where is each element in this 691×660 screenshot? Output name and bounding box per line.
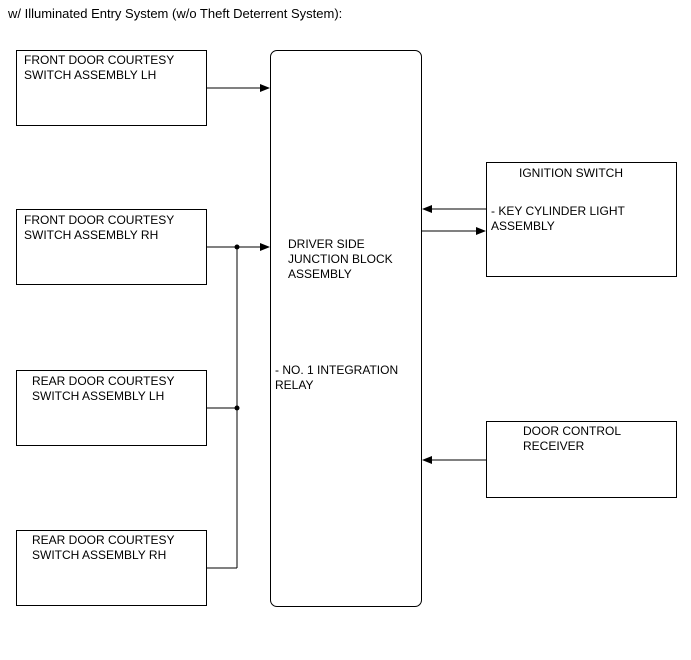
integration-relay-label: - NO. 1 INTEGRATION RELAY (275, 363, 399, 392)
junction-dot-rear-lh (234, 405, 240, 411)
front-door-courtesy-switch-rh-box (16, 209, 207, 285)
front-door-courtesy-switch-rh-label: FRONT DOOR COURTESY SWITCH ASSEMBLY RH (24, 213, 175, 242)
diagram-title: w/ Illuminated Entry System (w/o Theft D… (8, 6, 343, 21)
rear-door-courtesy-switch-rh-box (16, 530, 207, 606)
rear-door-courtesy-switch-lh-box (16, 370, 207, 446)
door-control-receiver-box (486, 421, 677, 498)
ignition-switch-box (486, 162, 677, 277)
rear-door-courtesy-switch-rh-label: REAR DOOR COURTESY SWITCH ASSEMBLY RH (32, 533, 175, 562)
key-cylinder-light-label: - KEY CYLINDER LIGHT ASSEMBLY (491, 204, 625, 233)
front-door-courtesy-switch-lh-box (16, 50, 207, 126)
front-door-courtesy-switch-lh-label: FRONT DOOR COURTESY SWITCH ASSEMBLY LH (24, 53, 175, 82)
driver-side-junction-block-box (270, 50, 422, 607)
junction-dot-front-rh (234, 244, 240, 250)
door-control-receiver-label: DOOR CONTROL RECEIVER (523, 424, 622, 453)
ignition-switch-label: IGNITION SWITCH (519, 166, 623, 180)
rear-door-courtesy-switch-lh-label: REAR DOOR COURTESY SWITCH ASSEMBLY LH (32, 374, 175, 403)
driver-side-junction-block-label: DRIVER SIDE JUNCTION BLOCK ASSEMBLY (288, 237, 393, 281)
